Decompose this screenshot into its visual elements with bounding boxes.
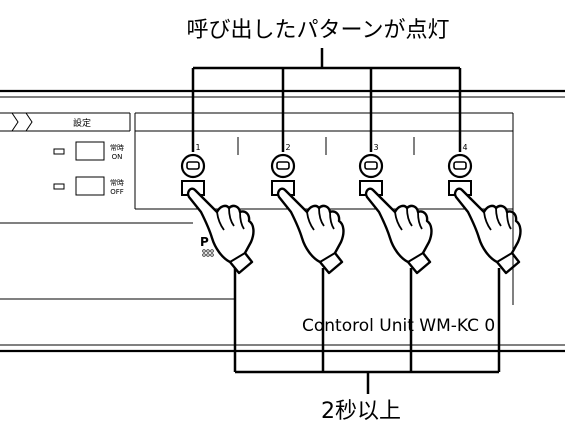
finger-crease bbox=[406, 207, 413, 227]
finger-crease bbox=[318, 207, 325, 227]
switch-off-label-1: 常時 bbox=[110, 178, 124, 187]
pattern-button-3[interactable]: 3 bbox=[358, 143, 433, 275]
finger-crease bbox=[483, 211, 492, 231]
pattern-number: 4 bbox=[462, 143, 467, 152]
hand-cuff bbox=[496, 252, 513, 263]
top-bracket bbox=[191, 48, 462, 152]
panel-top-edge bbox=[0, 89, 565, 98]
finger-crease bbox=[306, 211, 315, 231]
finger-crease bbox=[228, 207, 235, 227]
switch-on-led bbox=[53, 148, 65, 155]
switch-on-button[interactable] bbox=[75, 141, 105, 161]
column-dividers bbox=[237, 137, 415, 155]
switch-off-button[interactable] bbox=[75, 176, 105, 196]
panel-middle-lines bbox=[0, 209, 514, 305]
hand-cuff bbox=[407, 252, 424, 263]
panel-bottom-edge bbox=[0, 344, 565, 353]
pattern-led-window bbox=[276, 161, 290, 170]
bottom-callout: 2秒以上 bbox=[321, 399, 401, 424]
switch-off-led bbox=[53, 183, 65, 190]
finger-crease bbox=[329, 211, 335, 230]
pattern-button-1[interactable]: 1 bbox=[180, 143, 255, 275]
switch-on-label-1: 常時 bbox=[110, 143, 124, 152]
hand-cuff bbox=[319, 252, 336, 263]
pressing-hand-icon bbox=[453, 187, 522, 275]
finger-crease bbox=[417, 211, 423, 230]
pattern-led-window bbox=[364, 161, 378, 170]
finger-crease bbox=[239, 211, 245, 230]
hand-cuff bbox=[229, 252, 246, 263]
finger-crease bbox=[495, 207, 502, 227]
title-callout: 呼び出したパターンが点灯 bbox=[187, 18, 450, 43]
switch-on-label-2: ON bbox=[112, 153, 123, 161]
pattern-number: 1 bbox=[195, 143, 200, 152]
unit-label: Contorol Unit WM-KC 0 bbox=[302, 316, 495, 336]
switch-off-label-2: OFF bbox=[110, 188, 124, 196]
switch-off[interactable] bbox=[53, 176, 105, 196]
pressing-hand-icon bbox=[276, 187, 345, 275]
finger-crease bbox=[216, 211, 225, 231]
pattern-led-window bbox=[453, 161, 467, 170]
brand-dots bbox=[202, 249, 214, 257]
bottom-bracket bbox=[233, 268, 501, 394]
settings-tab-label: 設定 bbox=[73, 117, 91, 129]
pressing-hand-icon bbox=[186, 187, 255, 275]
brand-logo: P bbox=[200, 235, 209, 249]
finger-crease bbox=[394, 211, 403, 231]
pattern-button-2[interactable]: 2 bbox=[270, 143, 345, 275]
switch-on[interactable] bbox=[53, 141, 105, 161]
pattern-number: 3 bbox=[373, 143, 378, 152]
pattern-button-4[interactable]: 4 bbox=[447, 143, 522, 275]
pressing-hand-icon bbox=[364, 187, 433, 275]
pattern-led-window bbox=[186, 161, 200, 170]
finger-crease bbox=[506, 211, 512, 230]
pattern-number: 2 bbox=[285, 143, 290, 152]
pattern-buttons: 1 2 3 4 bbox=[180, 143, 522, 275]
